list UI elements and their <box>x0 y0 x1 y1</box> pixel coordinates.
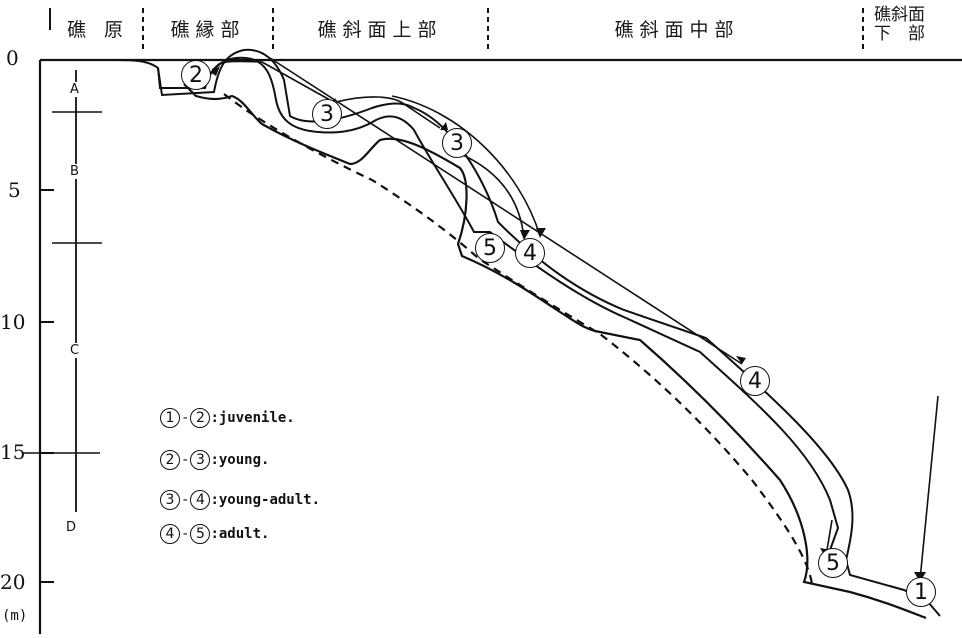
marker-stage-3-upper: 3 <box>312 99 342 129</box>
reef-profile-upper-outline <box>117 48 941 617</box>
marker-stage-4-upper: 4 <box>515 238 545 268</box>
depth-segment-b: B <box>70 164 79 179</box>
legend-to-circle: 2 <box>190 408 211 428</box>
legend-row-young-adult: 3-4 :young-adult. <box>160 488 320 512</box>
legend-row-young: 2-3 :young. <box>160 448 269 472</box>
legend-to-circle: 5 <box>190 524 211 544</box>
depth-segment-c: C <box>70 343 80 358</box>
depth-unit: (m) <box>2 608 28 624</box>
zone-upper-reef-slope: 礁斜面上部 <box>317 18 443 41</box>
legend-label: :juvenile. <box>210 410 295 426</box>
legend-row-juvenile: 1-2 :juvenile. <box>160 406 295 430</box>
legend-from-circle: 2 <box>160 450 180 470</box>
legend-from-circle: 4 <box>160 524 180 544</box>
legend-label: :young-adult. <box>210 492 321 508</box>
zone-separators <box>142 8 864 50</box>
depth-segment-d: D <box>66 520 77 535</box>
marker-stage-3-lower: 3 <box>442 128 472 158</box>
legend-to-circle: 3 <box>190 450 211 470</box>
depth-tick-5: 5 <box>8 178 21 202</box>
marker-stage-1: 1 <box>906 577 936 607</box>
zone-middle-reef-slope: 礁斜面中部 <box>614 18 740 41</box>
zone-lower-line-1: 礁斜面 <box>874 5 925 25</box>
depth-segment-a: A <box>70 82 79 97</box>
zone-lower-reef-slope: 礁斜面 下 部 <box>874 6 962 44</box>
zone-reef-flat: 礁 原 <box>66 18 130 41</box>
legend-from-circle: 1 <box>160 408 180 428</box>
legend-from-circle: 3 <box>160 490 180 510</box>
reef-profile-inner-outline <box>157 56 840 551</box>
depth-tick-10: 10 <box>0 310 26 334</box>
migration-arrows <box>211 57 939 581</box>
marker-stage-4-middle: 4 <box>740 366 770 396</box>
depth-tick-0: 0 <box>6 46 19 70</box>
depth-tick-20: 20 <box>0 570 26 594</box>
marker-stage-5-lower: 5 <box>818 548 848 578</box>
zone-reef-edge: 礁縁部 <box>170 18 246 41</box>
reef-profile-lower-outline <box>183 83 927 620</box>
depth-axis <box>22 58 962 634</box>
legend-label: :adult. <box>210 526 270 542</box>
depth-tick-15: 15 <box>0 440 26 464</box>
marker-stage-2: 2 <box>181 60 211 90</box>
substrate-dashed-line <box>223 93 814 585</box>
legend-label: :young. <box>210 452 270 468</box>
marker-stage-5-upper: 5 <box>475 233 505 263</box>
zone-lower-line-2: 下 部 <box>874 24 925 44</box>
legend-to-circle: 4 <box>190 490 211 510</box>
legend-row-adult: 4-5 :adult. <box>160 522 269 546</box>
